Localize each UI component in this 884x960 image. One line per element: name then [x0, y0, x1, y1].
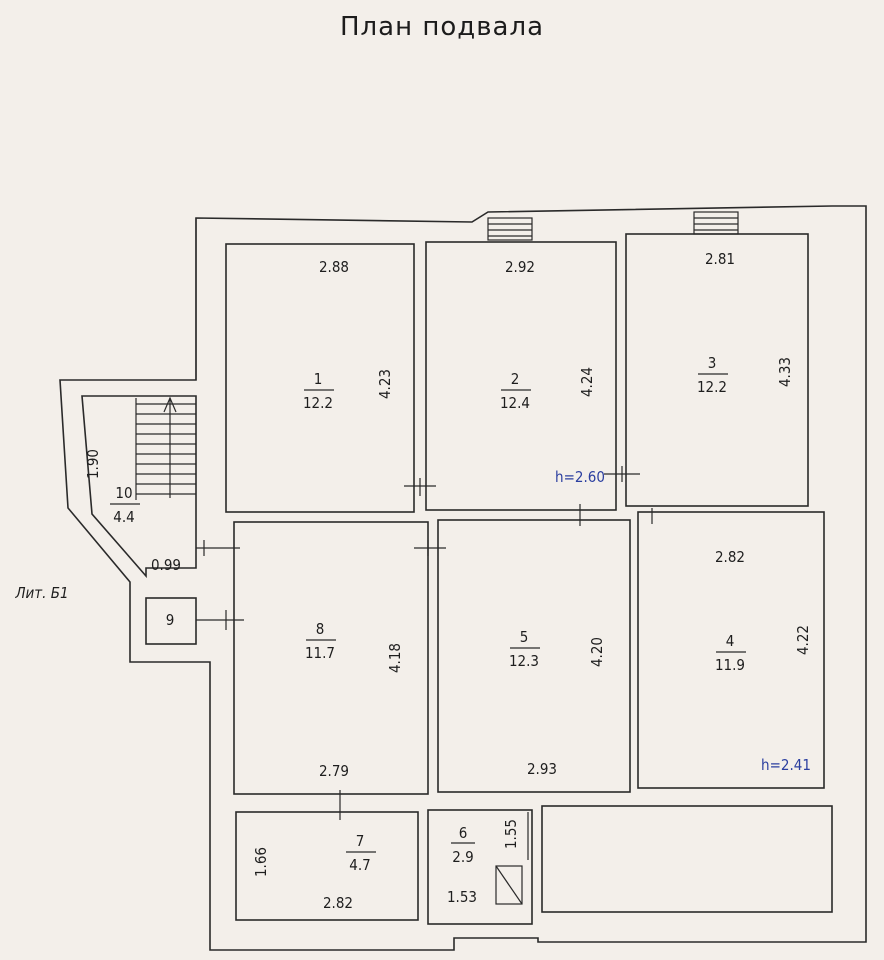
room-5	[437, 519, 631, 793]
lit-label: Лит. Б1	[14, 584, 68, 602]
dim-room-7-width: 2.82	[323, 894, 353, 912]
room-3-number: 3	[708, 354, 717, 372]
room-3	[625, 233, 809, 507]
room-1-area: 12.2	[303, 394, 333, 412]
dim-room-1-width: 2.88	[319, 258, 349, 276]
room-3-area: 12.2	[697, 378, 727, 396]
dim-room-3-height: 4.33	[776, 357, 794, 387]
dim-room-3-width: 2.81	[705, 250, 735, 268]
room-2	[425, 241, 617, 511]
door-marks	[196, 466, 653, 860]
stairs	[135, 396, 196, 500]
dim-room-4-width: 2.82	[715, 548, 745, 566]
dim-room-4-height: 4.22	[794, 625, 812, 655]
room-8	[233, 521, 429, 795]
dim-room-7-height: 1.66	[252, 847, 270, 877]
top-vent-right	[693, 211, 739, 235]
ceiling-height-upper: h=2.60	[555, 468, 605, 486]
unlabeled-space	[541, 805, 833, 913]
dim-room-2-height: 4.24	[578, 367, 596, 397]
room-7-number: 7	[356, 832, 365, 850]
room-9	[145, 597, 197, 645]
room-4-number: 4	[726, 632, 735, 650]
dim-room-5-height: 4.20	[588, 637, 606, 667]
room-4	[637, 511, 825, 789]
room-5-number: 5	[520, 628, 529, 646]
room-7	[235, 811, 419, 921]
page-title: План подвала	[339, 12, 545, 42]
top-vent-left	[487, 217, 533, 241]
room-6-area: 2.9	[452, 848, 473, 866]
outer-wall	[59, 205, 867, 951]
dim-room-8-height: 4.18	[386, 643, 404, 673]
room-10-area: 4.4	[113, 508, 134, 526]
room-2-area: 12.4	[500, 394, 530, 412]
room-5-area: 12.3	[509, 652, 539, 670]
dim-room-10-height: 1.90	[84, 449, 102, 479]
dim-room-8-width: 2.79	[319, 762, 349, 780]
room-8-number: 8	[316, 620, 325, 638]
room-8-area: 11.7	[305, 644, 335, 662]
dim-room-2-width: 2.92	[505, 258, 535, 276]
room-6	[427, 809, 533, 925]
room-10-number: 10	[115, 484, 132, 502]
room-7-area: 4.7	[349, 856, 370, 874]
vent-symbol	[495, 865, 523, 905]
dim-room-6-width: 1.53	[447, 888, 477, 906]
dim-room-1-height: 4.23	[376, 369, 394, 399]
room-1-number: 1	[314, 370, 323, 388]
room-10	[81, 395, 197, 579]
dim-room-6-height: 1.55	[502, 819, 520, 849]
room-1	[225, 243, 415, 513]
dim-room-5-width: 2.93	[527, 760, 557, 778]
room-2-number: 2	[511, 370, 520, 388]
ceiling-height-lower: h=2.41	[761, 756, 811, 774]
room-9-number: 9	[166, 611, 175, 629]
room-6-number: 6	[459, 824, 468, 842]
room-4-area: 11.9	[715, 656, 745, 674]
dim-room-10-width: 0.99	[151, 556, 181, 574]
